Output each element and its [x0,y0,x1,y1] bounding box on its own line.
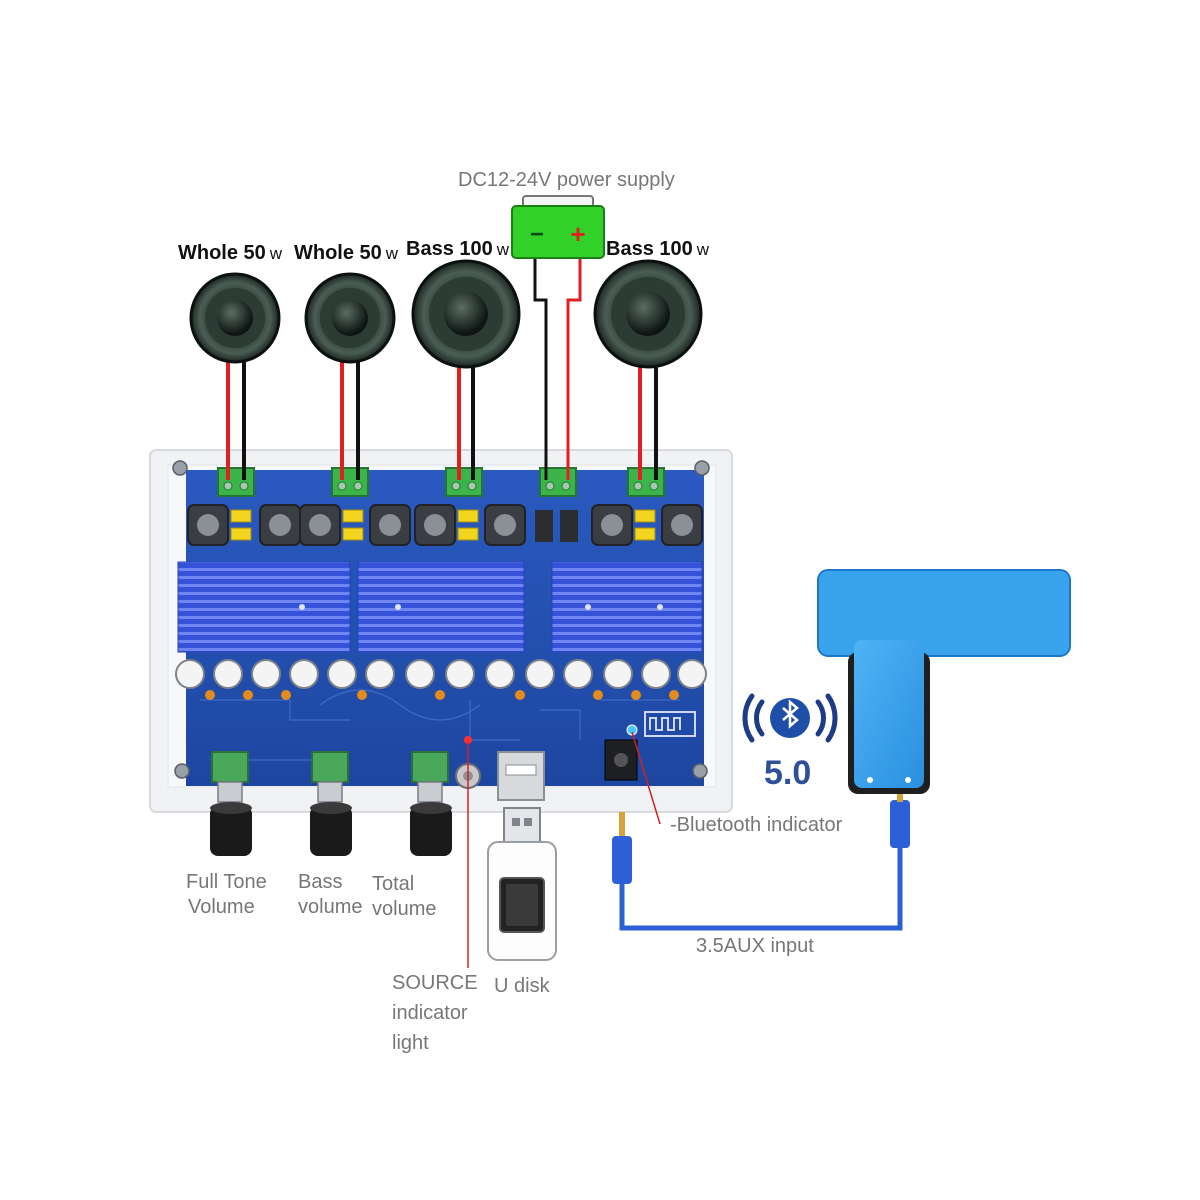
bluetooth-indicator-line [631,731,661,825]
capacitor-row [175,659,707,700]
speaker-4-power: Bass 100 [606,238,693,260]
battery-minus: − [530,221,544,248]
speaker-3-power: Bass 100 [406,238,493,260]
inductor-row [187,504,703,546]
source-indicator-line2: indicator [392,1002,468,1024]
speaker-4 [593,259,703,369]
knob-full-tone-volume[interactable] [210,802,252,856]
u-disk-label: U disk [494,975,550,997]
knob-total-volume[interactable] [410,802,452,856]
power-wires [533,258,582,480]
phone-device [817,569,1071,794]
aux-cable [612,790,910,931]
case-screws [172,460,710,779]
potentiometers [211,751,449,803]
speaker-3-unit: w [496,240,510,259]
bluetooth-module [626,711,696,737]
speaker-4-unit: w [696,240,710,259]
speaker-1 [189,272,281,364]
bluetooth-icon [742,693,838,743]
usb-port[interactable] [497,751,545,801]
speaker-3 [411,259,521,369]
source-indicator-line3: light [392,1032,429,1054]
aux-input-label: 3.5AUX input [696,935,814,957]
total-volume-line1: Total [372,873,415,895]
full-tone-volume-label: Full Tone Volume [186,870,267,920]
bluetooth-version: 5.0 [764,754,812,792]
power-supply-label: DC12-24V power supply [458,169,675,191]
full-tone-volume-line2: Volume [188,896,255,918]
speaker-1-unit: w [269,244,283,263]
bass-volume-line1: Bass [298,871,343,893]
full-tone-volume-line1: Full Tone [186,871,267,893]
speaker-2-power: Whole 50 [294,242,382,264]
bass-volume-label: Bass volume [298,870,362,920]
source-indicator-label: SOURCE indicator light [392,968,478,1058]
u-disk [487,807,557,961]
bluetooth-indicator-label: -Bluetooth indicator [670,814,843,836]
total-volume-line2: volume [372,898,437,920]
source-indicator-line1: SOURCE [392,972,478,994]
total-volume-label: Total volume [372,872,436,922]
aux-jack[interactable] [604,739,638,781]
source-indicator-led [464,736,472,744]
knob-bass-volume[interactable] [310,802,352,856]
speaker-2-unit: w [385,244,399,263]
bass-volume-line2: volume [298,896,363,918]
heatsinks [177,561,703,653]
battery-plus: + [570,219,585,249]
speaker-wires [226,350,658,480]
speaker-2 [304,272,396,364]
power-supply-battery: − + [511,195,605,259]
speaker-1-power: Whole 50 [178,242,266,264]
